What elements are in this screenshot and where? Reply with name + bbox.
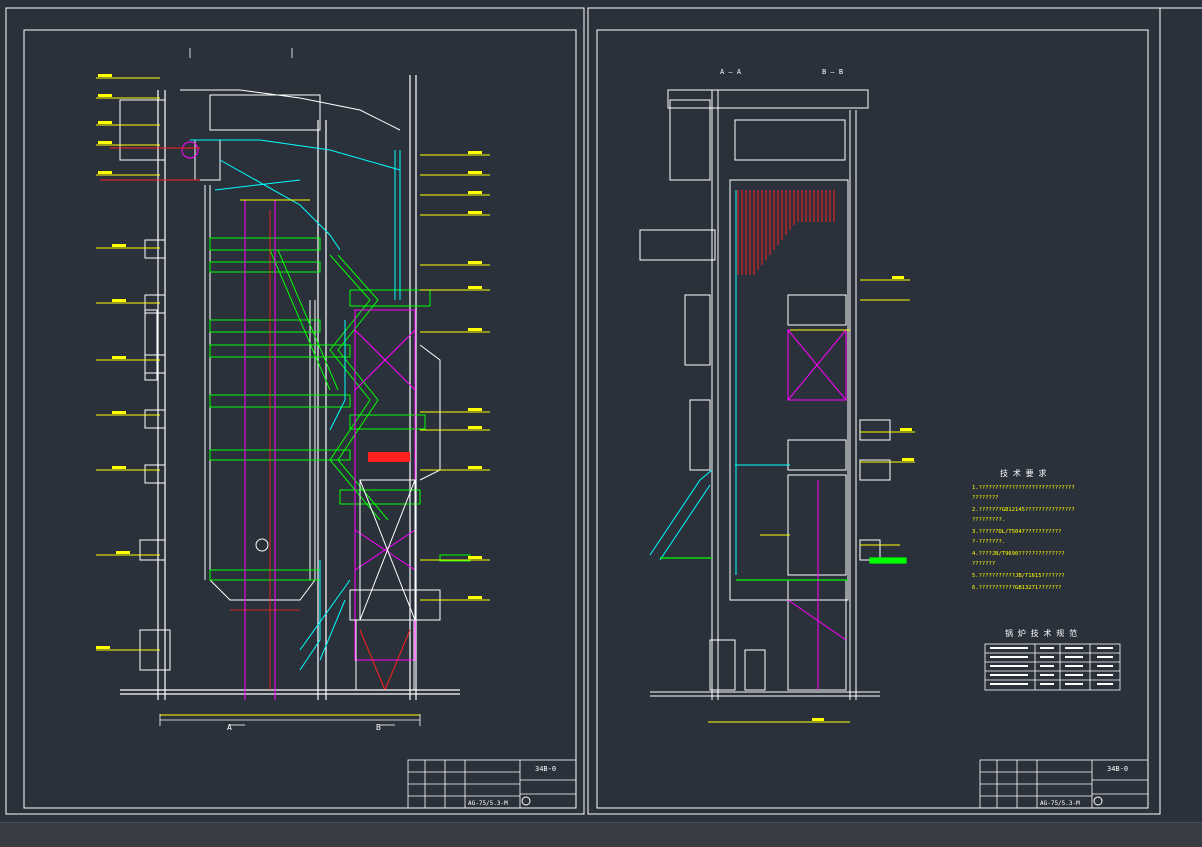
spec-title: 锅 炉 技 术 规 范 [1005,628,1077,638]
right-section-view: A — A B — B [639,68,915,723]
steel-columns [120,75,460,700]
elevation-markers-right [708,279,915,723]
cyan-piping [190,139,401,671]
note-line: ???????? [972,495,999,501]
left-title-block [407,759,577,809]
right-truss [349,344,441,621]
note-line: 4.????JB/T9690?????????????? [972,551,1065,557]
note-line: 3.??????DL/T5047??????????? [972,529,1061,535]
platforms-left [119,99,171,671]
cyan-piping-right [649,190,790,575]
left-sheet-frame [5,7,585,815]
green-lines-right [660,557,907,581]
left-model-code: AG-75/5.3-M [468,800,508,807]
right-drawing-number: 34B-0 [1107,765,1128,773]
dimension-line-left [159,48,421,726]
furnace-walls [180,89,401,601]
notes-title: 技 术 要 求 [1000,468,1046,478]
right-sheet-frame [587,7,1202,815]
cad-drawing-canvas[interactable]: A B 34B-0 AG-75/5.3-M A — A B — B [0,0,1202,822]
note-line: 1.????????????????????????????? [972,485,1075,491]
note-line: ?-???????. [972,539,1005,545]
red-elements [100,147,415,692]
right-model-code: AG-75/5.3-M [1040,800,1080,807]
green-platforms [209,237,471,581]
note-line: 5.???????????JB/T1615??????? [972,573,1065,579]
elevation-markers-left [96,77,490,716]
note-line: 6.???????????GB13271??????? [972,585,1061,591]
note-line: 2.???????GB12145??????????????? [972,507,1075,513]
status-bar [0,822,1202,847]
company-seal-icon [521,796,531,806]
elevation-tags-left [96,74,482,649]
note-line: ?????????. [972,517,1005,523]
section-mark-b: B [376,723,381,732]
boiler-spec-table: 锅 炉 技 术 规 范 [984,628,1121,691]
section-mark-a: A [227,723,232,732]
right-title-block [979,759,1149,809]
left-drawing-number: 34B-0 [535,765,556,773]
company-seal-icon [1093,796,1103,806]
note-line: ??????? [972,561,995,567]
tube-bank-red [737,190,835,275]
left-boiler-elevation: A B [96,48,490,732]
magenta-lines [181,141,416,700]
view-label-b: B — B [822,68,843,76]
magenta-lines-right [787,329,847,690]
view-label-a: A — A [720,68,742,76]
technical-notes: 技 术 要 求 1.????????????????????????????? … [972,468,1075,591]
